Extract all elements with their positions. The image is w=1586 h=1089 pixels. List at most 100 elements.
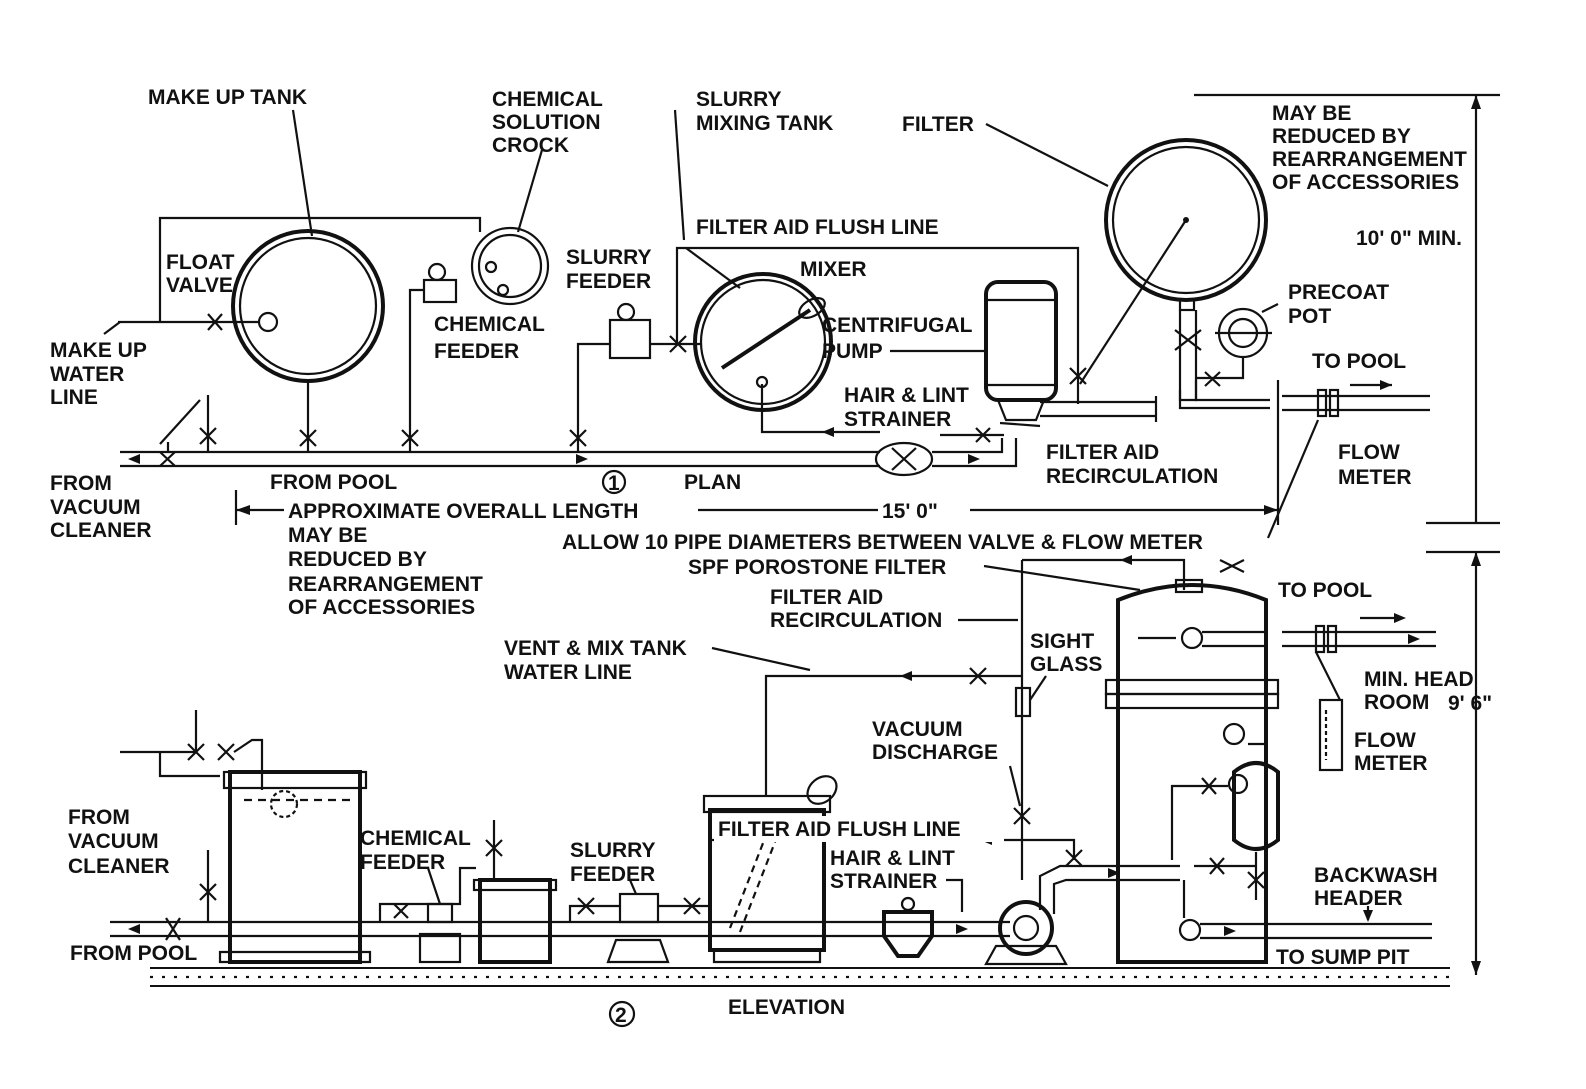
label-elev-hair-lint-2: STRAINER xyxy=(830,870,937,893)
plan-slurry-feeder xyxy=(608,318,652,360)
label-allow-pipe-diameters: ALLOW 10 PIPE DIAMETERS BETWEEN VALVE & … xyxy=(562,531,1203,554)
label-elev-from-vacuum-2: VACUUM xyxy=(68,830,159,853)
label-make-up-tank: MAKE UP TANK xyxy=(148,86,307,109)
label-plan: PLAN xyxy=(684,471,741,494)
label-backwash-header-2: HEADER xyxy=(1314,887,1403,910)
elev-precoat-pot xyxy=(1232,761,1280,851)
label-may-be-reduced-left-1: MAY BE xyxy=(288,524,367,547)
plan-float-icon xyxy=(257,311,279,333)
label-make-up-water-line-2: WATER xyxy=(50,363,124,386)
label-plan-filter-aid-recirc-1: FILTER AID xyxy=(1046,441,1159,464)
label-elev-chemical-feeder-2: FEEDER xyxy=(360,851,445,874)
label-slurry-mixing-tank-1: SLURRY xyxy=(696,88,782,111)
label-elevation: ELEVATION xyxy=(728,996,845,1019)
elevation-drawing xyxy=(110,555,1450,987)
label-plan-from-vacuum-3: CLEANER xyxy=(50,519,152,542)
plan-hair-lint-strainer xyxy=(874,441,934,477)
plan-make-up-tank xyxy=(231,229,385,383)
label-elev-filter-aid-recirc-1: FILTER AID xyxy=(770,586,883,609)
label-backwash-header-1: BACKWASH xyxy=(1314,864,1438,887)
plan-flow-arrow xyxy=(576,454,588,464)
plan-inlet-arrow xyxy=(128,454,140,464)
elev-slurry-feeder xyxy=(618,892,660,924)
label-elev-hair-lint-1: HAIR & LINT xyxy=(830,847,955,870)
label-elev-filter-aid-recirc-2: RECIRCULATION xyxy=(770,609,942,632)
label-chemical-solution-crock-3: CROCK xyxy=(492,134,569,157)
elev-sight-glass xyxy=(1014,686,1032,718)
label-elev-from-vacuum-3: CLEANER xyxy=(68,855,170,878)
leader-lines xyxy=(103,109,1320,912)
plan-chemical-feeder xyxy=(422,278,458,304)
label-may-be-reduced-right-4: OF ACCESSORIES xyxy=(1272,171,1459,194)
plan-number-circle xyxy=(601,469,627,495)
label-sight-glass-2: GLASS xyxy=(1030,653,1102,676)
label-centrifugal-pump-1: CENTRIFUGAL xyxy=(822,314,973,337)
label-elev-flow-meter-2: METER xyxy=(1354,752,1428,775)
label-elev-to-pool: TO POOL xyxy=(1278,579,1372,602)
label-elev-from-vacuum-1: FROM xyxy=(68,806,130,829)
label-chemical-solution-crock-1: CHEMICAL xyxy=(492,88,603,111)
label-min-head-room-1: MIN. HEAD xyxy=(1364,668,1474,691)
label-may-be-reduced-right-1: MAY BE xyxy=(1272,102,1351,125)
label-may-be-reduced-left-4: OF ACCESSORIES xyxy=(288,596,475,619)
elev-hair-lint-strainer xyxy=(882,910,934,958)
label-plan-from-vacuum-2: VACUUM xyxy=(50,496,141,519)
label-plan-from-vacuum-1: FROM xyxy=(50,472,112,495)
plan-labels: MAKE UP TANK CHEMICAL SOLUTION CROCK SLU… xyxy=(50,86,1467,619)
plan-drawing xyxy=(118,138,1430,525)
label-plan-hair-lint-strainer-1: HAIR & LINT xyxy=(844,384,969,407)
elevation-number-circle xyxy=(608,1000,636,1028)
label-float-valve-1: FLOAT xyxy=(166,251,235,274)
elevation-labels: SPF POROSTONE FILTER FILTER AID RECIRCUL… xyxy=(68,556,1492,1028)
elev-chemical-feeder xyxy=(418,932,462,964)
label-chemical-feeder-2: FEEDER xyxy=(434,340,519,363)
elev-flow-meter xyxy=(1318,698,1344,772)
label-elev-filter-aid-flush-line: FILTER AID FLUSH LINE xyxy=(718,818,961,841)
label-approx-overall-length: APPROXIMATE OVERALL LENGTH xyxy=(288,500,638,523)
label-plan-hair-lint-strainer-2: STRAINER xyxy=(844,408,951,431)
label-elev-flow-meter-1: FLOW xyxy=(1354,729,1416,752)
label-plan-filter-aid-recirc-2: RECIRCULATION xyxy=(1046,465,1218,488)
plan-inlet-valve-icon xyxy=(159,451,176,467)
label-chemical-feeder-1: CHEMICAL xyxy=(434,313,545,336)
label-filter-aid-flush-line: FILTER AID FLUSH LINE xyxy=(696,216,939,239)
plan-vacuum-valve-icon xyxy=(199,427,217,445)
label-make-up-water-line-1: MAKE UP xyxy=(50,339,147,362)
label-elev-slurry-feeder-2: FEEDER xyxy=(570,863,655,886)
label-to-sump-pit: TO SUMP PIT xyxy=(1276,946,1410,969)
label-elev-slurry-feeder-1: SLURRY xyxy=(570,839,656,862)
label-precoat-pot-2: POT xyxy=(1288,305,1331,328)
plan-float-valve-icon xyxy=(207,313,223,331)
label-may-be-reduced-left-3: REARRANGEMENT xyxy=(288,573,483,596)
label-plan-flow-meter-1: FLOW xyxy=(1338,441,1400,464)
label-spf-porostone-filter: SPF POROSTONE FILTER xyxy=(688,556,946,579)
label-elev-from-pool: FROM POOL xyxy=(70,942,197,965)
label-vent-mix-tank-2: WATER LINE xyxy=(504,661,632,684)
label-mixer: MIXER xyxy=(800,258,867,281)
label-plan-number: 1 xyxy=(608,472,620,495)
label-slurry-feeder-1: SLURRY xyxy=(566,246,652,269)
vertical-dimensions xyxy=(1194,93,1500,975)
label-nine-ft-six: 9' 6" xyxy=(1448,692,1492,715)
label-filter: FILTER xyxy=(902,113,974,136)
label-vacuum-discharge-2: DISCHARGE xyxy=(872,741,998,764)
label-centrifugal-pump-2: PUMP xyxy=(822,340,883,363)
label-may-be-reduced-left-2: REDUCED BY xyxy=(288,548,427,571)
label-min-head-room-2: ROOM xyxy=(1364,691,1429,714)
label-make-up-water-line-3: LINE xyxy=(50,386,98,409)
label-vacuum-discharge-1: VACUUM xyxy=(872,718,963,741)
label-fifteen-ft: 15' 0" xyxy=(882,500,938,523)
elev-spf-porostone-filter xyxy=(1116,583,1268,964)
label-may-be-reduced-right-2: REDUCED BY xyxy=(1272,125,1411,148)
label-chemical-solution-crock-2: SOLUTION xyxy=(492,111,601,134)
label-precoat-pot-1: PRECOAT xyxy=(1288,281,1389,304)
label-slurry-mixing-tank-2: MIXING TANK xyxy=(696,112,833,135)
label-elevation-number: 2 xyxy=(615,1004,627,1027)
label-sight-glass-1: SIGHT xyxy=(1030,630,1094,653)
label-elev-chemical-feeder-1: CHEMICAL xyxy=(360,827,471,850)
label-plan-flow-meter-2: METER xyxy=(1338,466,1412,489)
label-slurry-feeder-2: FEEDER xyxy=(566,270,651,293)
plan-chemical-crock xyxy=(470,226,550,306)
label-plan-to-pool: TO POOL xyxy=(1312,350,1406,373)
